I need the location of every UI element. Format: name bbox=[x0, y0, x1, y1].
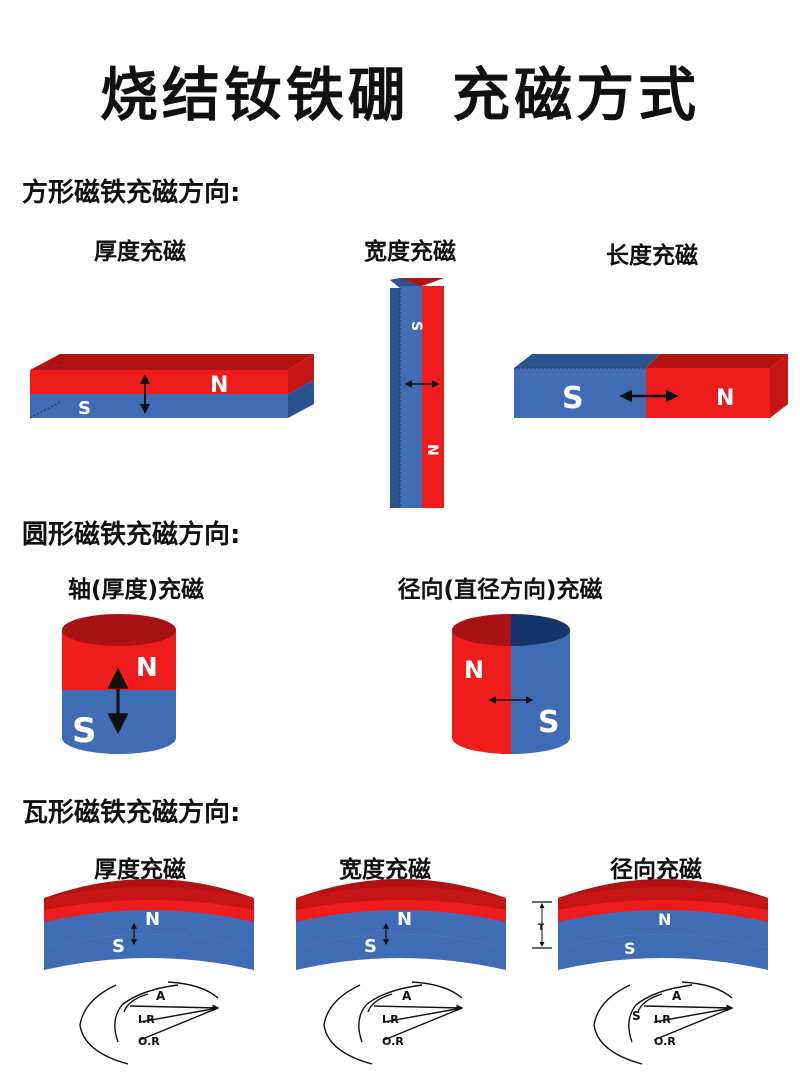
round-radial-label: 径向(直径方向)充磁 bbox=[397, 577, 603, 603]
inner-radius-label: I.R bbox=[138, 1013, 155, 1026]
south-pole-label: S bbox=[112, 936, 125, 957]
angle-label: A bbox=[402, 989, 412, 1003]
arc-radial-magnet: N S T bbox=[532, 879, 768, 970]
arc-radial-label: 径向充磁 bbox=[610, 857, 702, 883]
square-magnet-heading: 方形磁铁充磁方向: bbox=[22, 178, 241, 208]
north-pole-label: N bbox=[658, 910, 671, 929]
north-pole-label: N bbox=[210, 373, 228, 398]
outer-radius-label: O.R bbox=[138, 1035, 160, 1048]
page-title: 烧结钕铁硼 充磁方式 bbox=[99, 61, 701, 129]
north-pole-label: N bbox=[424, 444, 440, 456]
south-pole-label: S bbox=[562, 381, 584, 416]
angle-label: A bbox=[156, 989, 166, 1003]
north-pole-label: N bbox=[145, 909, 160, 930]
round-axial-magnet: N S bbox=[62, 614, 176, 754]
inner-radius-label: I.R bbox=[654, 1013, 671, 1026]
square-width-magnet: S N bbox=[390, 278, 444, 508]
side-label: S bbox=[632, 1009, 641, 1023]
north-pole-label: N bbox=[397, 909, 412, 930]
inner-radius-label: I.R bbox=[382, 1013, 399, 1026]
angle-label: A bbox=[672, 989, 682, 1003]
south-pole-label: S bbox=[78, 398, 91, 419]
north-pole-label: N bbox=[464, 656, 484, 684]
round-axial-label: 轴(厚度)充磁 bbox=[67, 577, 205, 603]
arc-dimension-sketch-2: A I.R O.R bbox=[323, 981, 464, 1065]
square-thickness-magnet: N S bbox=[29, 354, 314, 419]
arc-thickness-magnet: N S bbox=[44, 879, 254, 970]
north-pole-label: N bbox=[136, 653, 158, 683]
arc-thickness-label: 厚度充磁 bbox=[94, 857, 186, 883]
round-radial-magnet: N S bbox=[452, 614, 570, 754]
outer-radius-label: O.R bbox=[382, 1035, 404, 1048]
round-magnet-heading: 圆形磁铁充磁方向: bbox=[22, 520, 241, 550]
square-width-label: 宽度充磁 bbox=[364, 239, 456, 265]
south-pole-label: S bbox=[408, 321, 424, 331]
south-pole-label: S bbox=[364, 936, 377, 957]
arc-width-magnet: N S bbox=[296, 879, 506, 970]
arc-dimension-sketch-1: A I.R O.R bbox=[79, 981, 220, 1065]
arc-dimension-sketch-3: A S I.R O.R bbox=[593, 981, 734, 1065]
outer-radius-label: O.R bbox=[654, 1035, 676, 1048]
south-pole-label: S bbox=[72, 711, 97, 751]
south-pole-label: S bbox=[624, 939, 636, 958]
thickness-dimension-label: T bbox=[538, 923, 545, 933]
arc-width-label: 宽度充磁 bbox=[339, 857, 431, 883]
north-pole-label: N bbox=[716, 386, 734, 411]
south-pole-label: S bbox=[538, 705, 560, 740]
square-length-magnet: S N bbox=[514, 354, 788, 418]
square-length-label: 长度充磁 bbox=[606, 243, 698, 269]
square-thickness-label: 厚度充磁 bbox=[94, 239, 186, 265]
arc-magnet-heading: 瓦形磁铁充磁方向: bbox=[22, 798, 241, 828]
